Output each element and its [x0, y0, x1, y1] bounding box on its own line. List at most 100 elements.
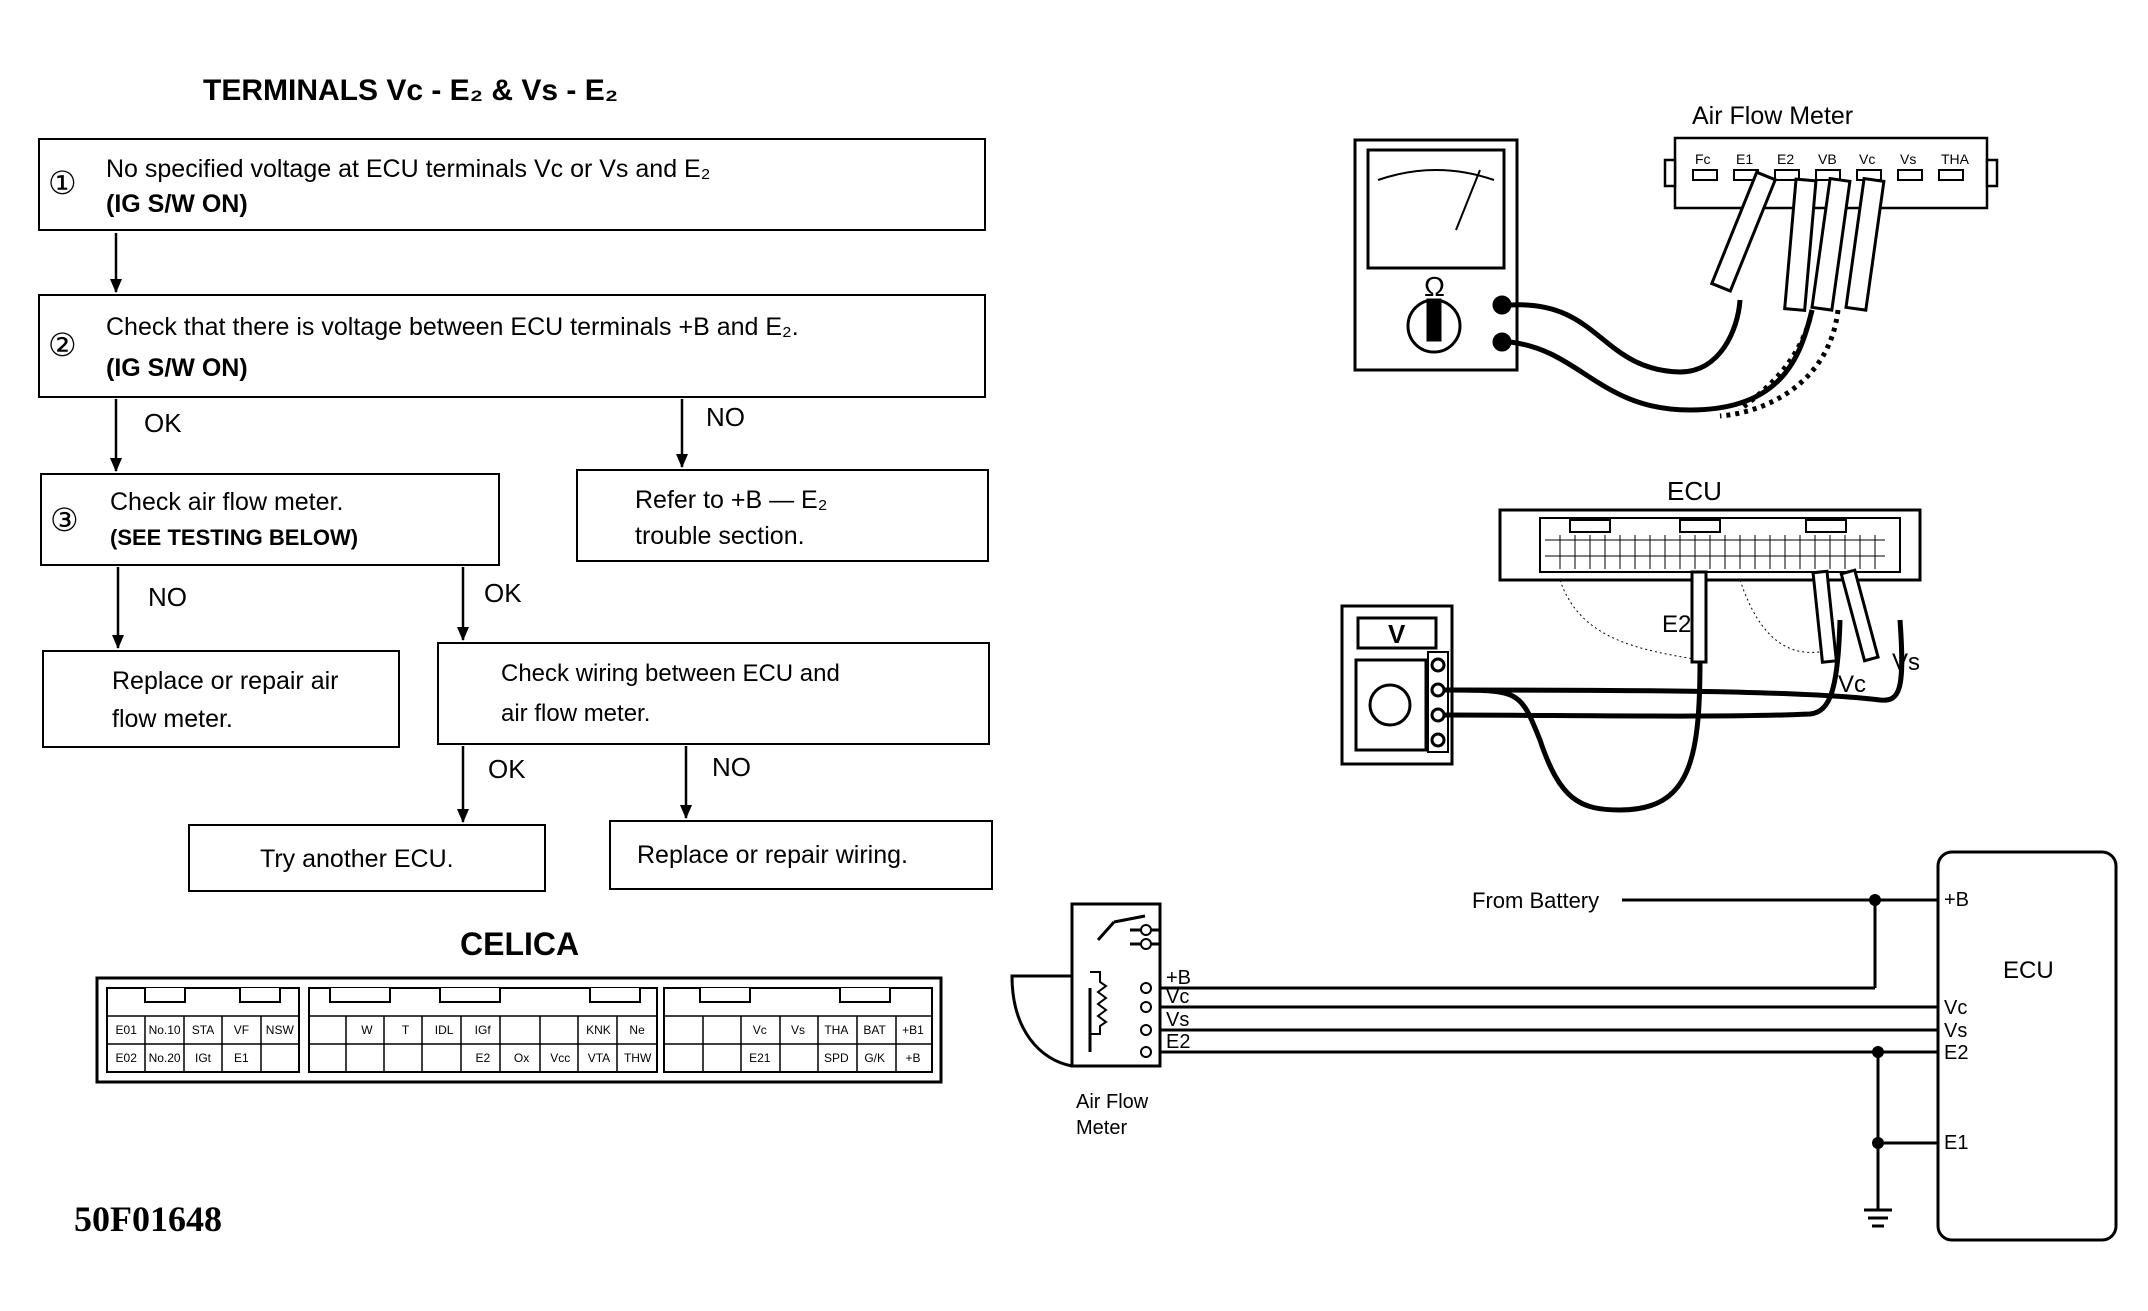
ohmmeter-leads [1509, 299, 1841, 419]
replace-wiring-text: Replace or repair wiring. [637, 841, 908, 869]
page-title: TERMINALS Vc - E₂ & Vs - E₂ [203, 74, 619, 107]
try-ecu-box: Try another ECU. [188, 824, 546, 892]
afm-pin-socket-5 [1897, 169, 1923, 181]
schematic-afm-label-2: Meter [1076, 1117, 1127, 1139]
step-1-number: ① [48, 165, 77, 201]
step-3-box: ③ Check air flow meter. (SEE TESTING BEL… [40, 473, 500, 566]
flow-arrows [110, 233, 692, 823]
celica-keys [144, 988, 891, 1003]
voltmeter-symbol: V [1388, 619, 1406, 649]
branch-no-3: NO [712, 752, 751, 782]
celica-pin-rt-6: +B1 [902, 1023, 924, 1037]
celica-pin-mt-4: IGf [474, 1023, 491, 1037]
afm-pin-label-3: VB [1818, 151, 1837, 167]
schematic-ecu-label: ECU [2003, 957, 2054, 984]
probe-vc-label: Vc [1838, 671, 1866, 698]
try-ecu-text: Try another ECU. [260, 845, 454, 873]
probe-e2-label: E2 [1662, 611, 1691, 638]
afm-pin-label-4: Vc [1859, 151, 1875, 167]
celica-pin-mt-2: T [401, 1023, 410, 1037]
replace-wiring-box: Replace or repair wiring. [609, 820, 993, 890]
step-1-box: ① No specified voltage at ECU terminals … [38, 138, 986, 231]
check-wiring-line-2: air flow meter. [501, 700, 651, 727]
celica-pin-rt-2: Vc [752, 1023, 767, 1037]
schematic-terminals [1140, 924, 1152, 1058]
afm-pin-label-5: Vs [1900, 151, 1916, 167]
schematic-dots [1869, 894, 1884, 1149]
celica-pin-mt-3: IDL [434, 1023, 454, 1037]
branch-ok-3: OK [488, 754, 526, 784]
voltmeter-illustration [1340, 604, 1454, 766]
celica-pin-mb-8: VTA [587, 1051, 611, 1065]
ecu-illustration-label: ECU [1667, 476, 1722, 506]
celica-pin-lb-1: No.20 [148, 1051, 181, 1065]
ohm-symbol: Ω [1424, 271, 1445, 302]
voltmeter-leads [1443, 619, 1905, 813]
schematic-ecu-pin-3: E2 [1944, 1042, 1968, 1064]
branch-ok-1: OK [144, 408, 182, 438]
afm-pin-label-1: E1 [1736, 151, 1753, 167]
celica-pin-rt-4: THA [824, 1023, 849, 1037]
figure-code: 50F01648 [74, 1199, 222, 1239]
afm-pin-label-0: Fc [1695, 151, 1711, 167]
step-1-text: No specified voltage at ECU terminals Vc… [106, 155, 711, 183]
celica-grid [107, 1015, 932, 1072]
svg-text:Ω: Ω [1424, 271, 1445, 302]
celica-pin-rb-2: E21 [749, 1051, 771, 1065]
celica-pin-mt-8: Ne [629, 1023, 645, 1037]
from-battery-label: From Battery [1472, 888, 1599, 913]
celica-pin-mt-1: W [361, 1023, 373, 1037]
ohmmeter-illustration [1353, 138, 1519, 372]
refer-box: Refer to +B — E₂ trouble section. [576, 469, 989, 562]
afm-pin-label-2: E2 [1777, 151, 1794, 167]
celica-pin-lb-3: E1 [234, 1051, 249, 1065]
schematic-afm-pin-0: +B [1166, 967, 1191, 989]
schematic-afm-label-1: Air Flow [1076, 1091, 1149, 1113]
schematic-afm-pin-2: Vs [1166, 1009, 1189, 1031]
schematic-ecu-pin-1: Vc [1944, 997, 1967, 1019]
celica-title: CELICA [460, 926, 580, 962]
branch-ok-2: OK [484, 578, 522, 608]
probe-vs-label: Vs [1892, 649, 1920, 676]
celica-pin-mt-7: KNK [586, 1023, 611, 1037]
ohmmeter-probes [1709, 170, 1886, 313]
celica-pin-mb-5: E2 [475, 1051, 491, 1065]
afm-pin-socket-2 [1774, 169, 1800, 181]
schematic-lines [1010, 850, 2118, 1242]
step-1-condition: (IG S/W ON) [106, 190, 248, 218]
celica-pin-lb-0: E02 [115, 1051, 137, 1065]
check-wiring-box: Check wiring between ECU and air flow me… [437, 642, 990, 745]
replace-afm-box: Replace or repair air flow meter. [42, 650, 400, 748]
afm-pin-socket-6 [1938, 169, 1964, 181]
step-2-number: ② [48, 327, 77, 363]
celica-pin-lt-4: NSW [265, 1023, 294, 1037]
afm-pin-socket-0 [1692, 169, 1718, 181]
branch-no-1: NO [706, 402, 745, 432]
celica-pin-mb-9: THW [623, 1051, 652, 1065]
step-3-condition: (SEE TESTING BELOW) [110, 525, 359, 550]
schematic-afm-pin-3: E2 [1166, 1031, 1190, 1053]
schematic-ecu-pin-0: +B [1944, 889, 1969, 911]
afm-pin-label-6: THA [1941, 151, 1970, 167]
afm-pin-row: Fc E1 E2 VB Vc Vs THA [1692, 151, 1970, 181]
celica-pin-mb-7: Vcc [550, 1051, 571, 1065]
schematic-ecu-pin-4: E1 [1944, 1132, 1968, 1154]
step-2-text: Check that there is voltage between ECU … [106, 313, 799, 341]
step-3-text: Check air flow meter. [110, 488, 344, 516]
check-wiring-line-1: Check wiring between ECU and [501, 660, 840, 687]
branch-no-2: NO [148, 582, 187, 612]
celica-pin-rb-4: SPD [823, 1051, 849, 1065]
replace-afm-line-2: flow meter. [112, 705, 233, 733]
celica-pin-lt-0: E01 [115, 1023, 137, 1037]
schematic-ecu-pin-2: Vs [1944, 1020, 1967, 1042]
step-2-box: ② Check that there is voltage between EC… [38, 294, 986, 398]
celica-pin-mb-6: Ox [513, 1051, 530, 1065]
celica-pin-lt-2: STA [191, 1023, 215, 1037]
afm-label: Air Flow Meter [1692, 102, 1853, 130]
celica-pin-rb-6: +B [905, 1051, 921, 1065]
celica-pin-rb-5: G/K [864, 1051, 885, 1065]
step-2-condition: (IG S/W ON) [106, 354, 248, 382]
replace-afm-line-1: Replace or repair air [112, 667, 339, 695]
voltmeter-probes [1690, 568, 1880, 664]
